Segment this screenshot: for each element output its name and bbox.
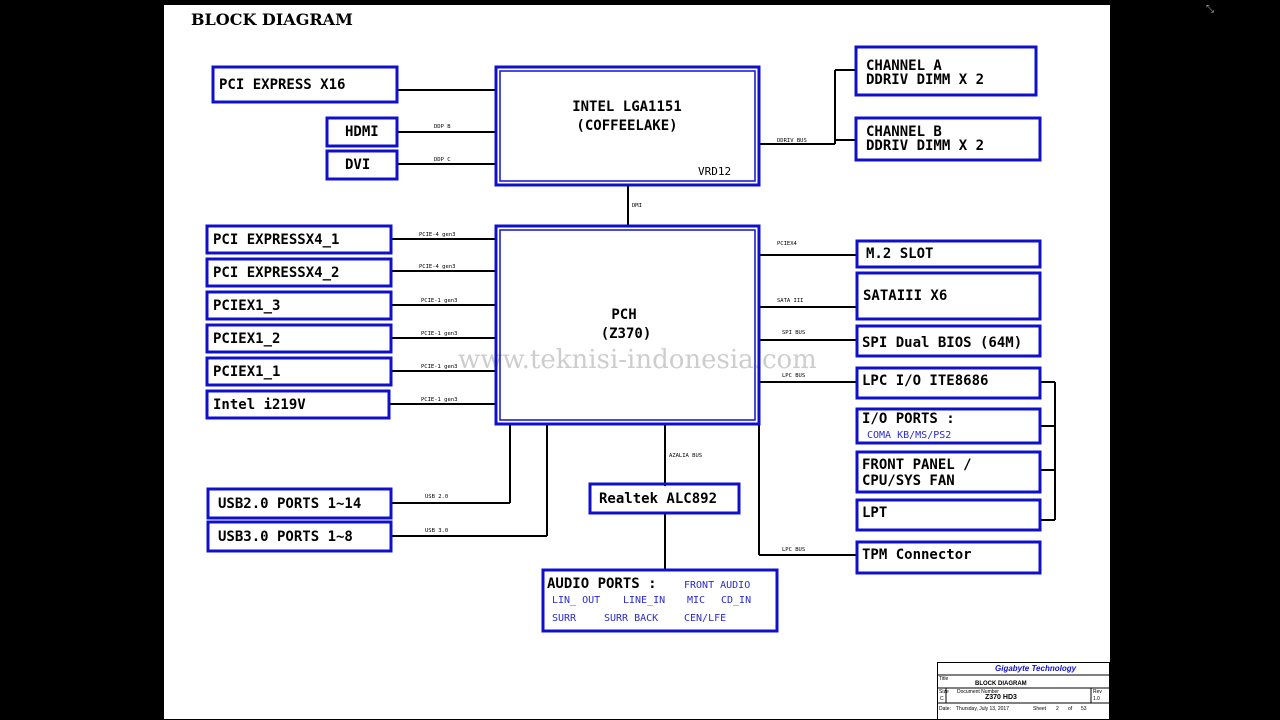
bus-label-pcie: PCIE-4 gen3: [419, 232, 455, 238]
memory-channels: CHANNEL A DDRIV DIMM X 2 CHANNEL B DDRIV…: [854, 45, 1042, 162]
bus-label-ddp-b: DDP B: [434, 124, 451, 130]
usb-devices: USB2.0 PORTS 1~14 USB3.0 PORTS 1~8: [206, 487, 393, 553]
tb-size: C: [940, 696, 944, 702]
cpu-codename: (COFFEELAKE): [576, 118, 677, 134]
tb-size-key: Size: [939, 689, 949, 695]
box-tpm: TPM Connector: [862, 547, 972, 563]
box-usb2: USB2.0 PORTS 1~14: [218, 496, 361, 512]
audio-front: FRONT AUDIO: [684, 580, 750, 591]
schematic-sheet: BLOCK DIAGRAM www.teknisi-indonesia.com: [163, 4, 1111, 720]
tb-date-key: Date:: [939, 706, 951, 712]
pch-left-devices: PCI EXPRESSX4_1 PCI EXPRESSX4_2 PCIEX1_3…: [205, 224, 393, 420]
tb-model: Z370 HD3: [985, 694, 1017, 701]
bus-label-pcie: PCIE-1 gen3: [421, 331, 457, 337]
pch-right-devices: M.2 SLOT SATAIII X6 SPI Dual BIOS (64M) …: [855, 239, 1042, 575]
bus-label-sata: SATA III: [777, 298, 804, 304]
tb-title: BLOCK DIAGRAM: [975, 681, 1027, 687]
bus-label-azalia: AZALIA BUS: [669, 453, 702, 459]
bus-label-ddriv: DDRIV BUS: [777, 138, 807, 144]
bus-label-usb2: USB 2.0: [425, 494, 448, 500]
cpu-block: INTEL LGA1151 (COFFEELAKE) VRD12: [494, 65, 761, 187]
expand-icon[interactable]: ⤡: [1206, 4, 1214, 15]
tb-sheet-key: Sheet: [1033, 706, 1047, 712]
diagram-title: BLOCK DIAGRAM: [191, 10, 353, 29]
cpu-vrd: VRD12: [698, 165, 731, 178]
tb-of: 53: [1081, 706, 1087, 712]
channel-b-label: CHANNEL B: [866, 124, 942, 140]
box-pciex1-3: PCIEX1_3: [213, 298, 280, 314]
box-m2-slot: M.2 SLOT: [866, 246, 933, 262]
audio-port: SURR: [552, 613, 577, 624]
pch-name: PCH: [611, 307, 636, 323]
bus-label-lpc: LPC BUS: [782, 373, 805, 379]
cpu-left-devices: PCI EXPRESS X16 HDMI DVI: [211, 65, 399, 181]
bus-labels: DDP B DDP C DMI DDRIV BUS PCIE-4 gen3 PC…: [419, 124, 807, 553]
box-realtek: Realtek ALC892: [599, 491, 717, 507]
bus-label-ddp-c: DDP C: [434, 157, 451, 163]
tb-date: Thursday, July 13, 2017: [956, 706, 1009, 712]
box-hdmi: HDMI: [345, 124, 379, 140]
bus-label-lpc-tpm: LPC BUS: [782, 547, 805, 553]
box-lpt: LPT: [862, 505, 887, 521]
audio-port: CD_IN: [721, 595, 751, 606]
bus-label-usb3: USB 3.0: [425, 528, 448, 534]
tb-docnum-key: Document Number: [957, 689, 999, 695]
tb-sheet: 2: [1056, 706, 1059, 712]
box-intel-i219v: Intel i219V: [213, 397, 306, 413]
box-pciex4-2: PCI EXPRESSX4_2: [213, 265, 339, 281]
wires: [390, 69, 1056, 570]
box-usb3: USB3.0 PORTS 1~8: [218, 529, 353, 545]
box-dvi: DVI: [345, 157, 370, 173]
channel-b-dimm: DDRIV DIMM X 2: [866, 138, 984, 154]
channel-a-dimm: DDRIV DIMM X 2: [866, 72, 984, 88]
tb-rev-key: Rev: [1093, 689, 1102, 695]
block-diagram-canvas: BLOCK DIAGRAM www.teknisi-indonesia.com: [163, 4, 1111, 720]
audio-port: LINE_IN: [623, 595, 665, 606]
box-pci-express-x16: PCI EXPRESS X16: [219, 77, 345, 93]
audio-port: MIC: [687, 595, 705, 606]
audio-subsystem: Realtek ALC892 AUDIO PORTS : FRONT AUDIO…: [541, 482, 779, 633]
pch-block: PCH (Z370): [494, 224, 761, 426]
box-io-ports: I/O PORTS :: [862, 411, 955, 427]
bus-label-spi: SPI BUS: [782, 330, 805, 336]
bus-label-pcie: PCIE-1 gen3: [421, 364, 457, 370]
channel-a-label: CHANNEL A: [866, 58, 942, 74]
audio-port: LIN_ OUT: [552, 595, 600, 606]
tb-rev: 1.0: [1093, 696, 1100, 702]
pch-model: (Z370): [601, 326, 652, 342]
cpu-name: INTEL LGA1151: [572, 99, 682, 115]
tb-of-key: of: [1068, 706, 1073, 712]
audio-ports-label: AUDIO PORTS :: [547, 576, 657, 592]
bus-label-pciex4: PCIEX4: [777, 241, 798, 247]
watermark: www.teknisi-indonesia.com: [458, 345, 817, 375]
box-pciex4-1: PCI EXPRESSX4_1: [213, 232, 339, 248]
box-lpc-io: LPC I/O ITE8686: [862, 373, 988, 389]
company-name: Gigabyte Technology: [995, 664, 1077, 673]
front-panel-line1: FRONT PANEL /: [862, 457, 972, 473]
audio-port: SURR BACK: [604, 613, 658, 624]
tb-title-key: Title: [939, 676, 948, 682]
io-ports-detail: COMA KB/MS/PS2: [867, 430, 951, 441]
title-block: Gigabyte Technology Title BLOCK DIAGRAM …: [937, 662, 1110, 720]
box-sata: SATAIII X6: [863, 288, 947, 304]
box-spi-bios: SPI Dual BIOS (64M): [862, 335, 1022, 351]
bus-label-pcie: PCIE-1 gen3: [421, 298, 457, 304]
box-pciex1-1: PCIEX1_1: [213, 364, 280, 380]
bus-label-dmi: DMI: [632, 203, 642, 209]
box-pciex1-2: PCIEX1_2: [213, 331, 280, 347]
audio-port: CEN/LFE: [684, 613, 726, 624]
bus-label-pcie: PCIE-1 gen3: [421, 397, 457, 403]
bus-label-pcie: PCIE-4 gen3: [419, 264, 455, 270]
front-panel-line2: CPU/SYS FAN: [862, 473, 955, 489]
